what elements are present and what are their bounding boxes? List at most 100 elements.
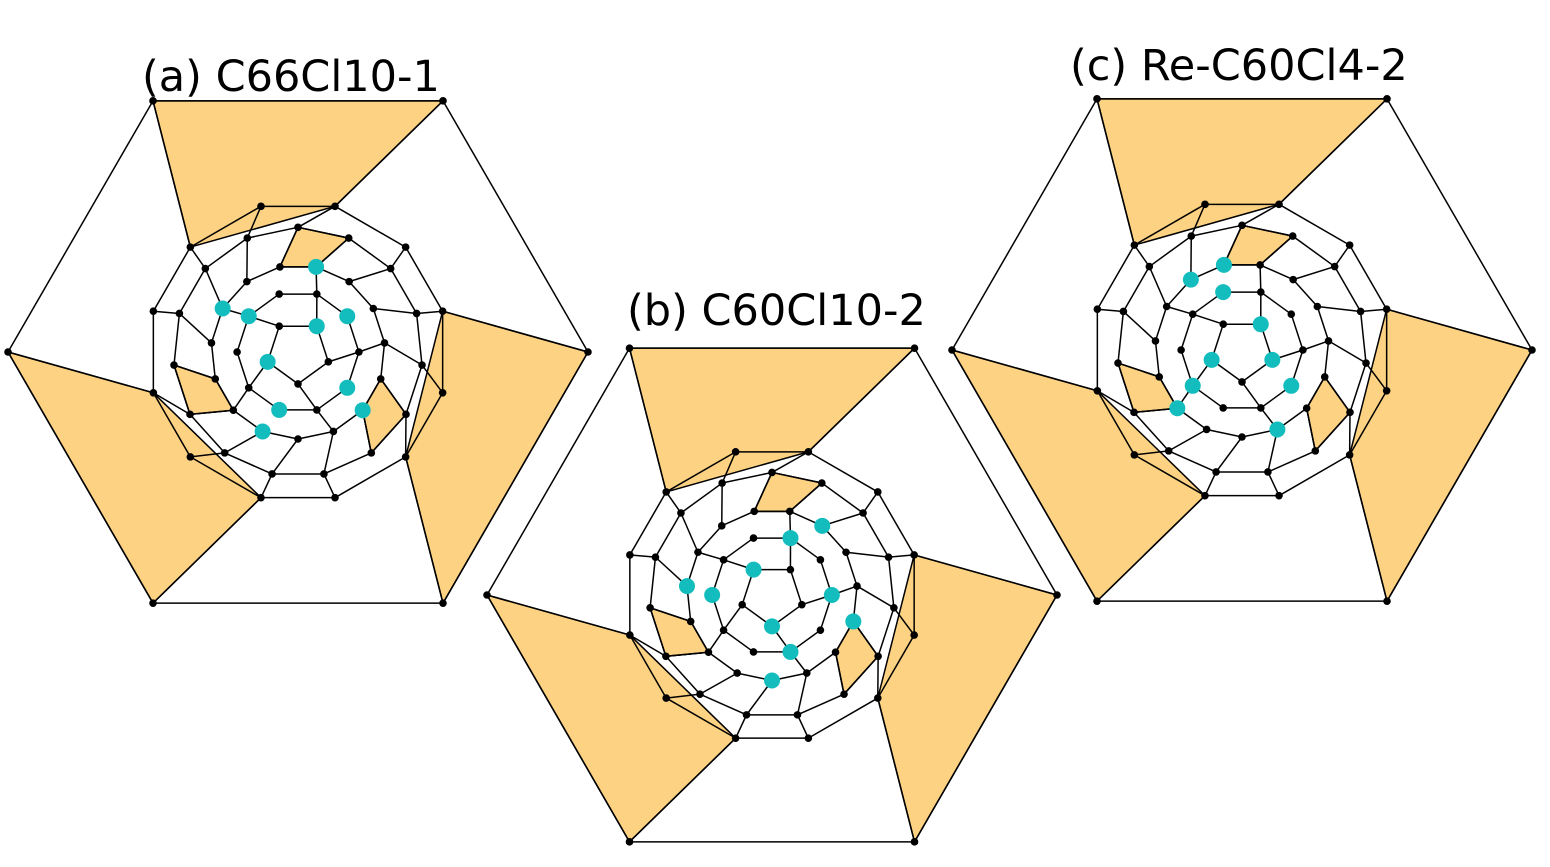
carbon-atom (186, 453, 195, 461)
carbon-atom (768, 468, 776, 477)
bond (390, 268, 418, 314)
bond (877, 697, 916, 843)
carbon-atom (1093, 95, 1101, 103)
carbon-atom (313, 290, 321, 298)
bond (1148, 266, 1168, 307)
outer-highlight-face (6, 350, 263, 605)
carbon-atom (386, 264, 395, 273)
chlorine-atom (745, 561, 762, 578)
bond (1133, 411, 1170, 452)
carbon-atom (149, 599, 157, 607)
carbon-atom (220, 449, 229, 457)
bond (654, 512, 682, 558)
bond (323, 473, 336, 498)
bond (1290, 313, 1304, 351)
carbon-atom (1313, 302, 1322, 311)
carbon-atom (439, 599, 447, 607)
bond (1168, 428, 1207, 452)
bond (442, 100, 589, 353)
bond (7, 351, 154, 604)
bond (1259, 264, 1294, 281)
bond (373, 307, 417, 315)
carbon-atom (1155, 373, 1164, 381)
carbon-atom (910, 344, 919, 352)
carbon-atom (662, 652, 670, 661)
carbon-atom (1238, 378, 1246, 386)
bond (1133, 244, 1150, 267)
bond (1206, 428, 1243, 438)
carbon-atom (662, 694, 671, 702)
bond (348, 281, 374, 310)
carbon-atom (733, 669, 742, 677)
bond (178, 312, 212, 344)
bond (665, 491, 682, 514)
bond (629, 634, 667, 699)
panel-b-schlegel-diagram (483, 344, 1061, 846)
chlorine-atom (240, 308, 257, 325)
bond (348, 237, 392, 270)
carbon-atom (355, 348, 363, 356)
chlorine-atom (308, 318, 325, 335)
chlorine-atom (1169, 400, 1186, 417)
bond (708, 651, 738, 674)
carbon-atom (329, 427, 338, 436)
carbon-atom (257, 493, 265, 502)
bond (1328, 340, 1367, 364)
carbon-atom (1382, 386, 1391, 395)
chlorine-atom (254, 423, 271, 440)
bond (372, 308, 386, 344)
bond (1323, 340, 1330, 377)
bond (214, 378, 234, 411)
carbon-atom (1219, 404, 1227, 412)
carbon-atom (804, 448, 813, 456)
bond (680, 512, 699, 553)
bond (246, 206, 262, 239)
carbon-atom (1130, 408, 1138, 417)
chlorine-atom (678, 578, 695, 595)
bond (415, 313, 423, 366)
bond (1259, 264, 1262, 293)
bond (384, 342, 423, 366)
bond (224, 452, 273, 475)
bond (722, 604, 743, 631)
bond-lines (951, 98, 1533, 602)
bond (1348, 390, 1388, 456)
bond (629, 634, 667, 657)
carbon-atom (798, 600, 806, 609)
carbon-atom (1324, 337, 1333, 345)
bond (1365, 362, 1388, 392)
carbon-atom (186, 243, 195, 251)
carbon-atom (677, 509, 685, 517)
bond (629, 554, 656, 558)
bond (1180, 313, 1194, 351)
bond (1292, 279, 1318, 308)
carbon-atom (731, 448, 740, 456)
bond (152, 392, 191, 415)
bond (1166, 305, 1193, 315)
carbon-atom (686, 617, 695, 626)
bond (1096, 98, 1136, 246)
carbon-atom (1299, 346, 1307, 354)
carbon-atom (243, 277, 251, 286)
bond (236, 351, 250, 389)
bond (699, 672, 738, 695)
carbon-atom (243, 234, 252, 242)
bond (246, 266, 281, 283)
bond (189, 456, 262, 499)
bond (628, 737, 737, 843)
bond (1386, 98, 1533, 351)
bond (1386, 308, 1533, 351)
bond (649, 607, 691, 623)
carbon-atom (651, 553, 660, 561)
bond (204, 237, 248, 270)
carbon-atom (418, 361, 426, 369)
carbon-atom (376, 375, 385, 383)
carbon-atom (233, 348, 241, 356)
bond (877, 634, 915, 699)
carbon-atom (910, 631, 918, 639)
bond (1097, 308, 1124, 313)
carbon-atom (1382, 305, 1391, 314)
bond (1191, 224, 1243, 237)
carbon-atom (704, 648, 713, 657)
bond (379, 342, 386, 379)
